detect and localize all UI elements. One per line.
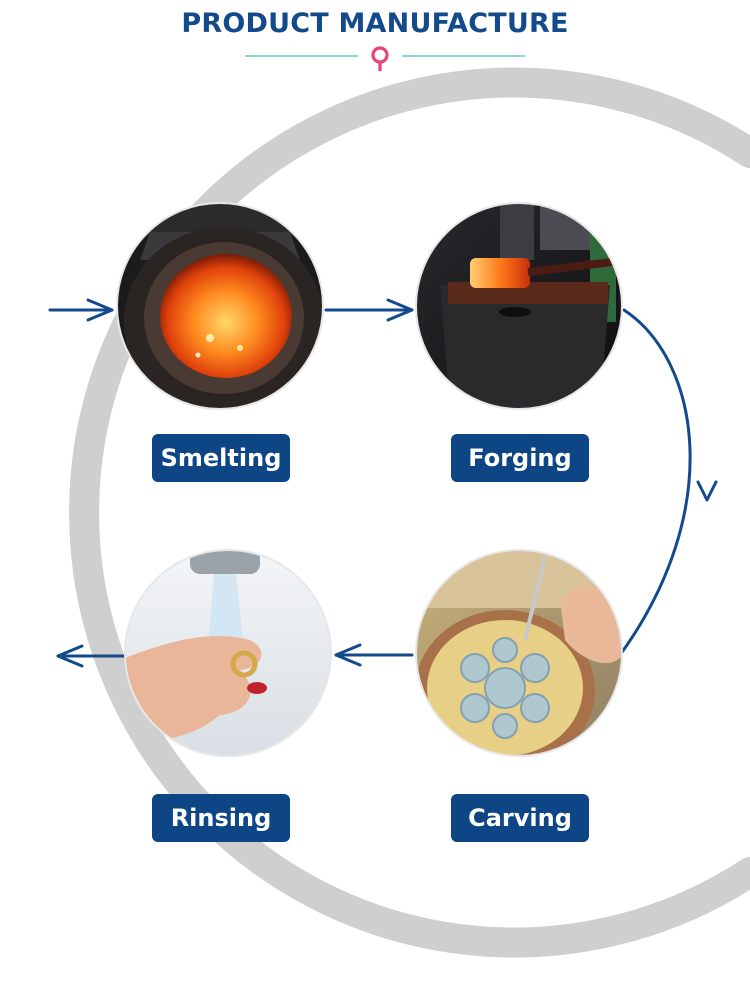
smelting-photo bbox=[117, 203, 323, 409]
page-title: PRODUCT MANUFACTURE bbox=[181, 8, 569, 39]
arrow-smelting-to-forging bbox=[324, 298, 414, 322]
arrow-out-of-rinsing bbox=[56, 644, 126, 668]
step-label-smelting: Smelting bbox=[152, 434, 290, 482]
arrow-into-smelting bbox=[48, 298, 114, 322]
arrow-carving-to-rinsing bbox=[334, 643, 414, 667]
title-divider bbox=[245, 46, 525, 71]
forging-photo bbox=[416, 203, 622, 409]
background-ring bbox=[69, 67, 750, 958]
step-label-rinsing: Rinsing bbox=[152, 794, 290, 842]
step-label-forging: Forging bbox=[451, 434, 589, 482]
carving-photo bbox=[416, 550, 622, 756]
step-label-carving: Carving bbox=[451, 794, 589, 842]
arrow-forging-to-carving bbox=[618, 308, 718, 657]
location-pin-icon bbox=[371, 46, 389, 71]
rinsing-photo bbox=[125, 550, 331, 756]
